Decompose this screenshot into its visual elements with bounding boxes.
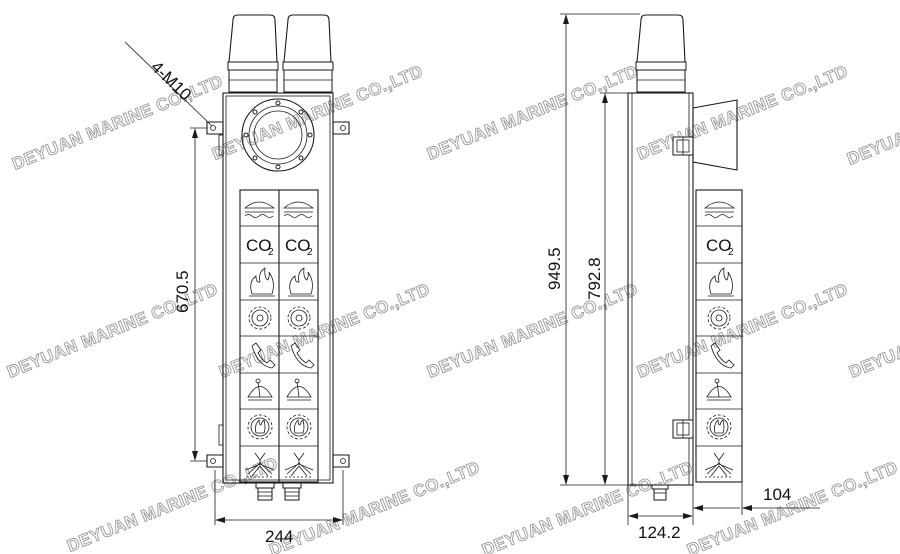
fire-gear-icon bbox=[286, 414, 312, 440]
dimension-width: 244 bbox=[214, 470, 344, 546]
mounting-bracket bbox=[206, 121, 350, 468]
telephone-icon bbox=[290, 342, 315, 369]
co2-subscript: 2 bbox=[307, 247, 313, 258]
dimension-total-height: 949.5 bbox=[545, 13, 640, 486]
dimension-box-height: 792.8 bbox=[585, 92, 628, 485]
co2-subscript: 2 bbox=[268, 247, 274, 258]
cable-glands bbox=[255, 482, 302, 501]
dimension-104-label: 104 bbox=[763, 485, 791, 504]
horn-speaker-side bbox=[692, 99, 738, 171]
side-view: CO 2 bbox=[545, 13, 820, 542]
cable-gland-side bbox=[651, 484, 669, 501]
beacon-light-side bbox=[635, 14, 687, 93]
sprinkler-icon bbox=[704, 452, 734, 478]
dimension-panel-height: 670.5 bbox=[173, 127, 207, 462]
fire-pump-icon bbox=[703, 201, 736, 218]
fire-pump-icon bbox=[243, 201, 276, 218]
dimension-124-label: 124.2 bbox=[638, 523, 681, 542]
hinge-bottom bbox=[672, 419, 694, 439]
horn-speaker bbox=[241, 98, 315, 172]
sprinkler-icon bbox=[245, 452, 275, 478]
co2-icon: CO 2 bbox=[706, 236, 734, 258]
front-view: CO 2 CO 2 bbox=[124, 14, 350, 546]
co2-subscript: 2 bbox=[728, 247, 734, 258]
fire-icon bbox=[708, 267, 734, 297]
dimension-depth-box: 124.2 bbox=[627, 485, 694, 542]
dimension-670-label: 670.5 bbox=[173, 270, 192, 313]
engine-telegraph-icon bbox=[247, 378, 273, 401]
watermark-text: DEYUAN MARINE CO.,LTD bbox=[9, 72, 225, 174]
fire-gear-icon bbox=[706, 414, 732, 440]
watermark-text: DEYUAN MARINE CO.,LTD bbox=[266, 458, 482, 554]
button-panel-front: CO 2 CO 2 bbox=[239, 189, 319, 483]
dimension-depth-panel: 104 bbox=[693, 482, 820, 515]
beacon-light-right bbox=[282, 14, 334, 93]
fire-pump-icon bbox=[282, 201, 315, 218]
fire-gear-icon bbox=[247, 414, 273, 440]
fire-icon bbox=[249, 267, 275, 297]
watermark-layer: DEYUAN MARINE CO.,LTD DEYUAN MARINE CO.,… bbox=[4, 61, 900, 554]
front-enclosure bbox=[222, 92, 334, 484]
dimension-792-label: 792.8 bbox=[585, 257, 604, 300]
co2-label: CO bbox=[706, 236, 732, 255]
watermark-text: DEYUAN MARINE CO.,LTD bbox=[844, 67, 900, 169]
engine-telegraph-icon bbox=[706, 378, 732, 401]
sprinkler-icon bbox=[284, 452, 314, 478]
co2-icon: CO 2 bbox=[246, 236, 274, 258]
watermark-text: DEYUAN MARINE CO.,LTD bbox=[216, 280, 432, 382]
watermark-text: DEYUAN MARINE CO.,LTD bbox=[846, 280, 900, 382]
button-panel-side: CO 2 bbox=[695, 189, 743, 483]
engine-telegraph-icon bbox=[286, 378, 312, 401]
telephone-icon bbox=[710, 342, 735, 369]
watermark-text: DEYUAN MARINE CO.,LTD bbox=[424, 280, 640, 382]
beacon-light-left bbox=[227, 14, 279, 93]
watermark-text: DEYUAN MARINE CO.,LTD bbox=[684, 458, 900, 554]
telephone-icon bbox=[251, 342, 276, 369]
co2-label: CO bbox=[285, 236, 311, 255]
fire-icon bbox=[288, 267, 314, 297]
gear-icon bbox=[707, 306, 731, 330]
dimension-244-label: 244 bbox=[265, 527, 293, 546]
dimension-949-label: 949.5 bbox=[545, 247, 564, 290]
gear-icon bbox=[248, 306, 272, 330]
co2-label: CO bbox=[246, 236, 272, 255]
co2-icon: CO 2 bbox=[285, 236, 313, 258]
hinge-top bbox=[672, 136, 694, 156]
gear-icon bbox=[287, 306, 311, 330]
watermark-text: DEYUAN MARINE CO.,LTD bbox=[424, 62, 640, 164]
